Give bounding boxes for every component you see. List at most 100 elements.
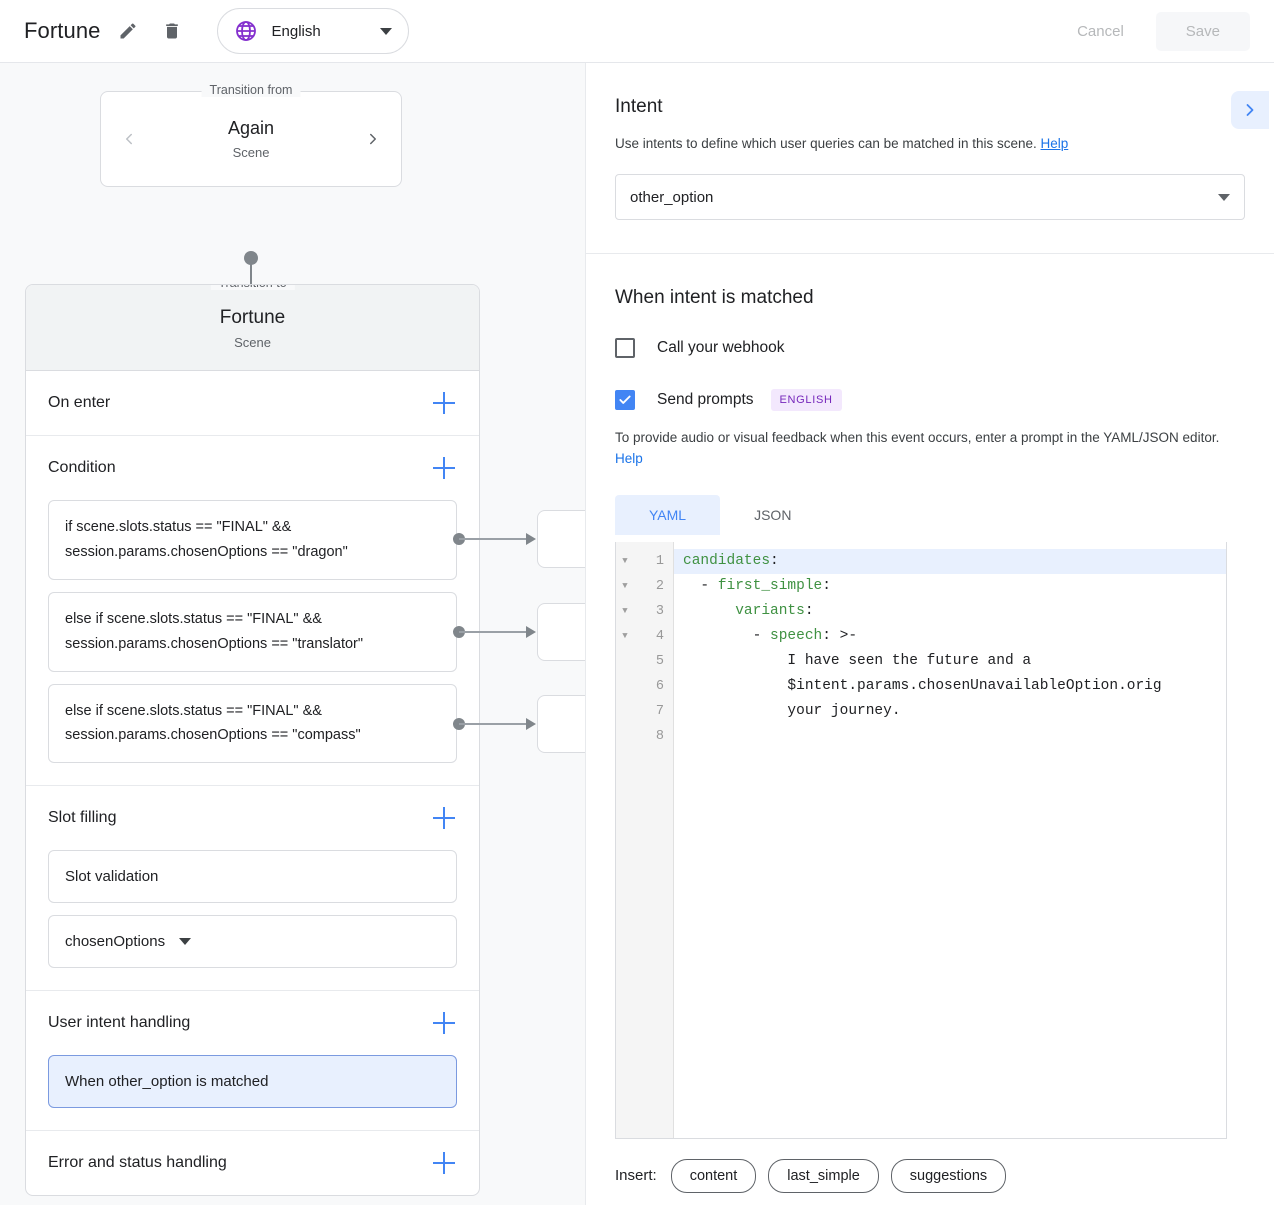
code-line[interactable]: - speech: >- [683, 627, 858, 644]
code-line[interactable]: I have seen the future and a [683, 652, 1032, 669]
code-line[interactable]: your journey. [683, 702, 901, 719]
fold-triangle-icon[interactable]: ▼ [622, 581, 628, 592]
intent-block: Intent Use intents to define which user … [586, 63, 1274, 221]
save-button[interactable]: Save [1155, 11, 1250, 51]
condition-card[interactable]: else if scene.slots.status == "FINAL" &&… [48, 683, 457, 764]
gutter-row: ▼2 [616, 574, 673, 599]
line-number: 5 [655, 653, 664, 669]
add-condition-button[interactable] [431, 455, 457, 481]
intent-select-value: other_option [630, 188, 714, 206]
chevron-down-icon [379, 27, 392, 35]
scene-graph-pane: Transition from Again Scene Trans [0, 63, 585, 1205]
section-slot-filling: Slot filling Slot validation chosenOptio… [26, 786, 479, 992]
slot-validation-card[interactable]: Slot validation [48, 850, 457, 904]
edge-arrowhead [526, 533, 536, 545]
code-line[interactable]: variants: [735, 602, 814, 619]
gutter-row: ▼4 [616, 624, 673, 649]
chevron-right-icon[interactable] [361, 127, 385, 151]
line-number: 1 [655, 553, 664, 569]
code-line[interactable]: candidates: [674, 548, 1226, 574]
chevron-down-icon[interactable] [179, 938, 192, 946]
slot-name-label: chosenOptions [65, 933, 166, 951]
add-slot-button[interactable] [431, 805, 457, 831]
webhook-row[interactable]: Call your webhook [615, 338, 1245, 359]
target-card-partial[interactable] [537, 695, 585, 753]
transition-from-card[interactable]: Transition from Again Scene [100, 83, 402, 187]
gutter-row: 8 [616, 724, 673, 749]
gutter-row: 5 [616, 649, 673, 674]
chevron-down-icon [1218, 193, 1230, 201]
section-condition: Condition if scene.slots.status == "FINA… [26, 436, 479, 787]
line-number: 7 [655, 703, 664, 719]
tab-yaml[interactable]: YAML [615, 494, 721, 535]
body-area: Transition from Again Scene Trans [0, 63, 1274, 1205]
fold-triangle-icon[interactable]: ▼ [622, 631, 628, 642]
send-prompts-label: Send prompts [657, 391, 754, 409]
insert-chip-suggestions[interactable]: suggestions [890, 1158, 1007, 1193]
insert-row: Insert: content last_simple suggestions [615, 1158, 1245, 1193]
when-matched-title: When intent is matched [615, 287, 814, 309]
language-badge: ENGLISH [770, 389, 842, 412]
top-bar: Fortune English [0, 0, 1274, 63]
slot-card[interactable]: chosenOptions [48, 915, 457, 969]
fold-triangle-icon[interactable]: ▼ [622, 606, 628, 617]
condition-title: Condition [48, 458, 116, 476]
add-error-handler-button[interactable] [431, 1150, 457, 1176]
add-user-intent-button[interactable] [431, 1010, 457, 1036]
intent-select[interactable]: other_option [615, 174, 1245, 221]
chevron-left-icon[interactable] [117, 127, 141, 151]
on-enter-title: On enter [48, 393, 111, 411]
intent-handler-card[interactable]: When other_option is matched [48, 1055, 457, 1109]
insert-chip-last-simple[interactable]: last_simple [768, 1158, 879, 1193]
language-label: English [271, 22, 321, 40]
transition-from-scene-type: Scene [232, 144, 270, 160]
pencil-icon[interactable] [111, 14, 145, 48]
target-card-partial[interactable] [537, 510, 585, 568]
intent-help-link[interactable]: Help [1040, 136, 1069, 151]
edge-arrowhead [526, 626, 536, 638]
send-prompts-checkbox[interactable] [615, 390, 635, 411]
globe-icon [234, 19, 258, 43]
gutter-row: 7 [616, 699, 673, 724]
user-intent-handling-title: User intent handling [48, 1014, 191, 1032]
cancel-button[interactable]: Cancel [1059, 13, 1142, 50]
intent-description: Use intents to define which user queries… [615, 134, 1245, 154]
call-webhook-checkbox[interactable] [615, 338, 635, 359]
line-number: 2 [655, 578, 664, 594]
target-card-partial[interactable] [537, 603, 585, 661]
condition-card[interactable]: else if scene.slots.status == "FINAL" &&… [48, 591, 457, 672]
intent-description-text: Use intents to define which user queries… [615, 136, 1037, 151]
gutter-row: ▼3 [616, 599, 673, 624]
transition-from-scene-name: Again [227, 118, 275, 139]
trash-icon[interactable] [155, 14, 189, 48]
language-selector[interactable]: English [216, 8, 409, 54]
prompt-description: To provide audio or visual feedback when… [615, 428, 1245, 469]
expand-panel-button[interactable] [1231, 91, 1269, 129]
transition-to-scene-name: Fortune [219, 307, 286, 328]
line-number: 4 [655, 628, 664, 644]
section-error-status-handling: Error and status handling [26, 1131, 479, 1195]
topbar-actions: Cancel Save [1059, 11, 1274, 51]
insert-chip-content[interactable]: content [670, 1158, 757, 1193]
edge-line [459, 631, 527, 633]
error-status-handling-title: Error and status handling [48, 1154, 227, 1172]
when-matched-block: When intent is matched Call your webhook… [586, 254, 1274, 1193]
tab-json[interactable]: JSON [754, 506, 792, 523]
send-prompts-row[interactable]: Send prompts ENGLISH [615, 389, 1245, 412]
details-pane: Intent Use intents to define which user … [585, 63, 1274, 1205]
edge-arrowhead [526, 718, 536, 730]
gutter-row: ▼1 [616, 549, 673, 574]
edge-line [459, 538, 527, 540]
transition-from-legend: Transition from [201, 83, 301, 97]
add-on-enter-button[interactable] [431, 390, 457, 416]
code-line[interactable]: $intent.params.chosenUnavailableOption.o… [683, 677, 1162, 694]
fold-triangle-icon[interactable]: ▼ [622, 556, 628, 567]
prompt-help-link[interactable]: Help [615, 450, 643, 466]
transition-to-legend: Transition to [210, 285, 295, 290]
condition-card[interactable]: if scene.slots.status == "FINAL" && sess… [48, 499, 457, 580]
edge-line [459, 723, 527, 725]
code-line[interactable] [674, 724, 1226, 749]
editor-code-area[interactable]: candidates: - first_simple: variants: - … [674, 542, 1226, 1138]
code-line[interactable]: - first_simple: [683, 577, 831, 594]
